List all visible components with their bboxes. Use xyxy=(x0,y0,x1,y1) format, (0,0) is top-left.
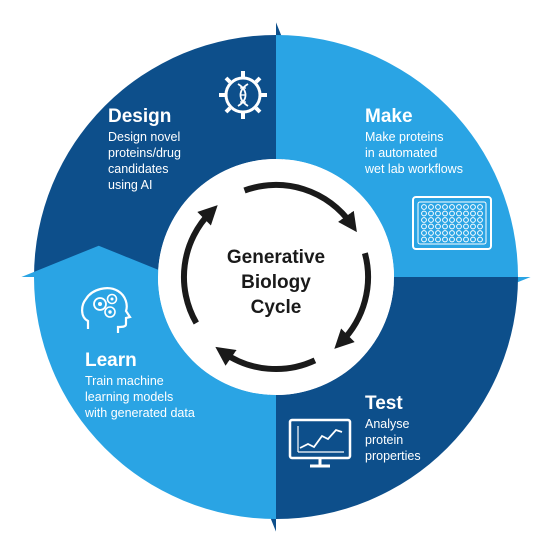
well xyxy=(470,204,476,210)
inner-arrow-3 xyxy=(215,346,317,372)
well xyxy=(435,210,441,217)
well xyxy=(470,210,476,217)
well xyxy=(442,217,448,223)
well xyxy=(463,236,469,243)
well xyxy=(442,223,448,230)
learn-segment xyxy=(21,245,277,519)
well xyxy=(477,223,483,230)
stage-make: Make Make proteins in automated wet lab … xyxy=(364,106,492,250)
well xyxy=(477,210,483,217)
well xyxy=(463,204,469,210)
learn-title: Learn xyxy=(85,350,137,371)
test-segment xyxy=(244,277,518,532)
make-segment xyxy=(276,35,531,309)
well xyxy=(463,223,469,230)
well xyxy=(435,230,441,236)
design-line-1: Design novel xyxy=(108,130,180,144)
well xyxy=(442,236,448,243)
well xyxy=(428,223,434,230)
well xyxy=(477,204,483,210)
make-line-2: in automated xyxy=(365,146,437,160)
well xyxy=(435,204,441,210)
design-line-3: candidates xyxy=(108,162,168,176)
monitor-chart-icon xyxy=(288,418,352,468)
well xyxy=(449,217,455,223)
dna-gear-icon xyxy=(219,71,267,119)
make-line-3: wet lab workflows xyxy=(364,162,463,176)
inner-cycle-arrows xyxy=(181,181,372,372)
test-line-3: properties xyxy=(365,449,421,463)
well xyxy=(435,217,441,223)
inner-arrow-2 xyxy=(334,252,372,349)
well xyxy=(421,217,427,223)
center-line-3: Cycle xyxy=(251,297,302,318)
center-line-1: Generative xyxy=(227,247,325,268)
well xyxy=(449,223,455,230)
well-plate-icon xyxy=(412,196,492,250)
outer-ring xyxy=(21,22,531,532)
well xyxy=(456,223,462,230)
well xyxy=(463,210,469,217)
well xyxy=(442,230,448,236)
well xyxy=(428,236,434,243)
center-label: Generative Biology Cycle xyxy=(227,247,325,318)
make-line-1: Make proteins xyxy=(365,130,444,144)
well xyxy=(463,217,469,223)
well xyxy=(428,230,434,236)
stage-design: Design Design novel proteins/drug candid… xyxy=(108,71,267,192)
well xyxy=(442,210,448,217)
well xyxy=(456,236,462,243)
well xyxy=(428,210,434,217)
design-segment xyxy=(34,22,308,278)
test-line-2: protein xyxy=(365,433,403,447)
well xyxy=(477,230,483,236)
well xyxy=(421,236,427,243)
well xyxy=(428,204,434,210)
design-line-4: using AI xyxy=(108,178,152,192)
well xyxy=(435,236,441,243)
well xyxy=(470,223,476,230)
well xyxy=(456,230,462,236)
well xyxy=(449,236,455,243)
make-title: Make xyxy=(365,106,413,127)
well xyxy=(428,217,434,223)
stage-learn: Learn Train machine learning models with… xyxy=(81,287,195,420)
well xyxy=(470,230,476,236)
well xyxy=(477,217,483,223)
test-line-1: Analyse xyxy=(365,417,410,431)
learn-line-2: learning models xyxy=(85,390,173,404)
well xyxy=(456,204,462,210)
well xyxy=(442,204,448,210)
learn-line-1: Train machine xyxy=(85,374,164,388)
stage-test: Test Analyse protein properties xyxy=(288,393,421,468)
well xyxy=(421,230,427,236)
learn-line-3: with generated data xyxy=(84,406,195,420)
inner-arrow-4 xyxy=(181,205,218,325)
well xyxy=(456,217,462,223)
inner-arrow-1 xyxy=(243,181,357,233)
design-line-2: proteins/drug xyxy=(108,146,181,160)
well xyxy=(421,204,427,210)
well xyxy=(477,236,483,243)
well xyxy=(470,217,476,223)
well xyxy=(449,230,455,236)
test-title: Test xyxy=(365,393,403,414)
design-title: Design xyxy=(108,106,171,127)
well xyxy=(470,236,476,243)
well xyxy=(463,230,469,236)
well xyxy=(456,210,462,217)
well xyxy=(421,210,427,217)
head-gears-icon xyxy=(81,287,132,333)
well xyxy=(421,223,427,230)
well xyxy=(449,204,455,210)
well xyxy=(449,210,455,217)
well xyxy=(435,223,441,230)
center-line-2: Biology xyxy=(241,272,311,293)
